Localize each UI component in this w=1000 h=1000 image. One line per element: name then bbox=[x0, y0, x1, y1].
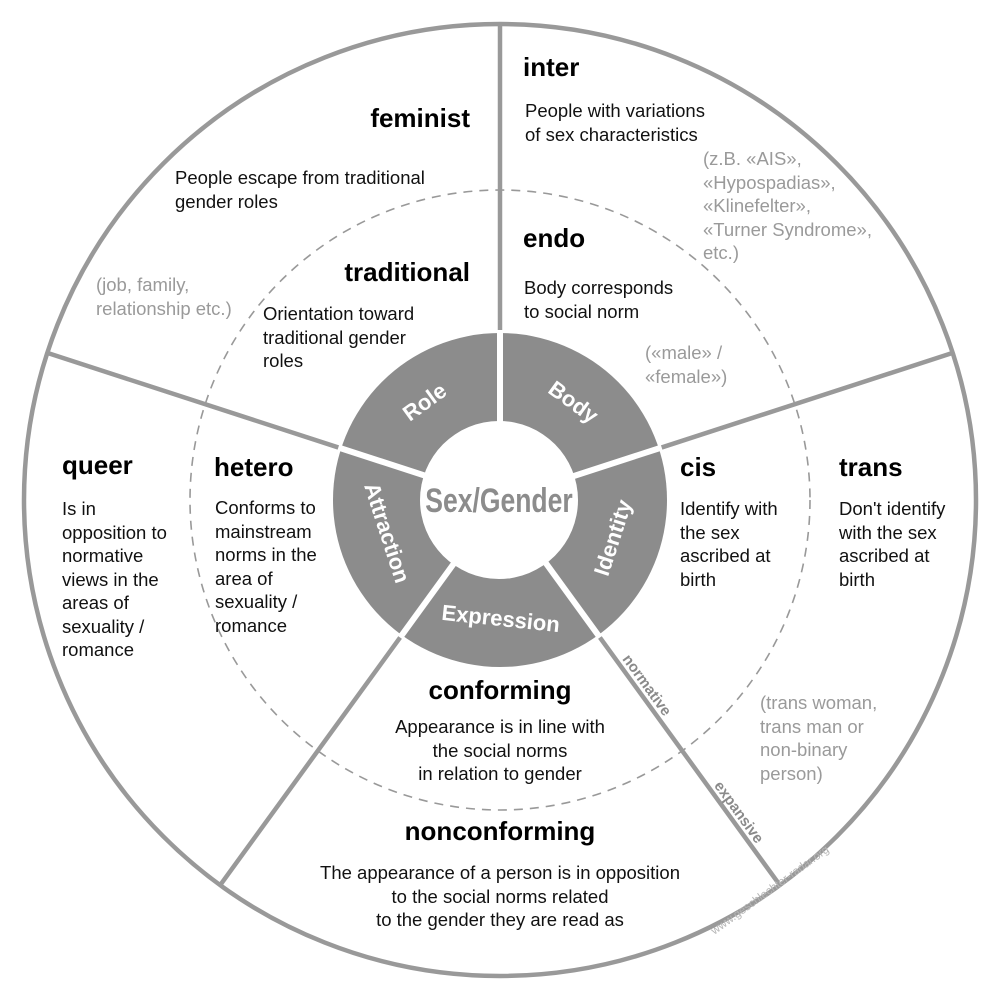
feminist-title: feminist bbox=[370, 103, 470, 133]
endo-description: Body corresponds to social norm bbox=[524, 277, 674, 322]
hetero-title: hetero bbox=[214, 452, 294, 482]
conforming-description: Appearance is in line with the social no… bbox=[395, 716, 605, 784]
ring-separator bbox=[565, 444, 663, 482]
endo-title: endo bbox=[523, 223, 586, 253]
spoke-line bbox=[651, 350, 954, 453]
nonconforming-title: nonconforming bbox=[404, 816, 596, 846]
expansive-label: expansive bbox=[710, 778, 766, 847]
ring-separators bbox=[337, 330, 663, 640]
trans-examples: (trans woman, trans man or non-binary pe… bbox=[760, 692, 878, 784]
inter-examples: (z.B. «AIS», «Hypospadias», «Klinefelter… bbox=[703, 148, 872, 263]
traditional-title: traditional bbox=[344, 257, 470, 287]
queer-description: Is in opposition to normative views in t… bbox=[62, 498, 167, 660]
traditional-description: Orientation toward traditional gender ro… bbox=[263, 303, 415, 371]
feminist-examples: (job, family, relationship etc.) bbox=[96, 274, 232, 319]
inter-title: inter bbox=[523, 52, 580, 82]
conforming-title: conforming bbox=[428, 675, 572, 705]
hetero-description: Conforms to mainstream norms in the area… bbox=[215, 497, 317, 636]
cis-description: Identify with the sex ascribed at birth bbox=[680, 498, 778, 590]
inter-description: People with variations of sex characteri… bbox=[525, 100, 705, 145]
ring-separator bbox=[397, 554, 462, 640]
ring-separator bbox=[337, 444, 435, 482]
trans-title: trans bbox=[839, 452, 903, 482]
spoke-line bbox=[592, 628, 782, 887]
spoke-lines bbox=[46, 24, 954, 887]
cis-title: cis bbox=[680, 452, 717, 482]
nonconforming-description: The appearance of a person is in opposit… bbox=[320, 862, 680, 930]
endo-examples: («male» / «female») bbox=[645, 342, 728, 387]
queer-title: queer bbox=[62, 450, 133, 480]
spoke-line bbox=[218, 628, 408, 887]
trans-description: Don't identify with the sex ascribed at … bbox=[839, 498, 946, 590]
center-circle bbox=[420, 421, 578, 579]
feminist-description: People escape from traditional gender ro… bbox=[175, 167, 425, 212]
center-title: Sex/Gender bbox=[425, 482, 572, 520]
spoke-line bbox=[46, 350, 349, 453]
ring-separator bbox=[538, 554, 603, 640]
